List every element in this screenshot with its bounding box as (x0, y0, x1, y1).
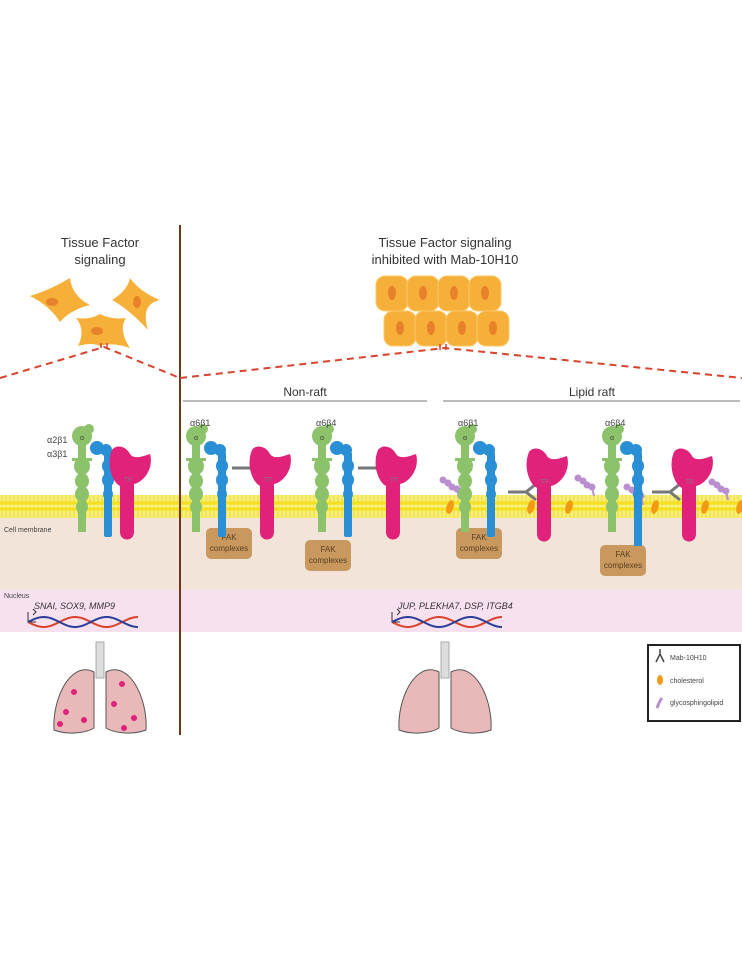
metastasis-nodule (81, 717, 87, 723)
integrin-label: α6β1 (190, 418, 210, 428)
right-title-line2: inhibited with Mab-10H10 (372, 252, 519, 267)
left-title-line2: signaling (74, 252, 125, 267)
section-lipid-raft: Lipid raft (569, 385, 616, 399)
tissue-factor: TF (671, 448, 713, 542)
right-genes: JUP, PLEKHA7, DSP, ITGB4 (397, 601, 513, 611)
svg-text:TF: TF (541, 479, 550, 486)
integrin-label-a2b1: α2β1 (47, 435, 67, 445)
metastasis-nodule (111, 701, 117, 707)
metastasis-nodule (71, 689, 77, 695)
integrin-label: α6β4 (316, 418, 336, 428)
membrane-label: Cell membrane (4, 527, 52, 534)
svg-text:TF: TF (124, 477, 133, 484)
fak-complex: FAK complexes (206, 528, 252, 559)
integrin-a6b4-nonraft: α (312, 424, 354, 537)
left-title-line1: Tissue Factor (61, 235, 140, 250)
metastasis-nodule (131, 715, 137, 721)
zoom-lines-right (179, 346, 742, 379)
cholesterol (446, 500, 454, 514)
svg-text:complexes: complexes (309, 556, 347, 565)
fak-complex: FAK complexes (600, 545, 646, 576)
nucleus-label: Nucleus (4, 593, 30, 600)
cholesterol (651, 500, 659, 514)
integrin-a6b1-nonraft: α (186, 424, 228, 537)
svg-text:FAK: FAK (221, 533, 237, 542)
svg-text:α: α (80, 435, 84, 442)
metastasis-nodule (119, 681, 125, 687)
tissue-factor: TF (526, 448, 568, 542)
svg-text:complexes: complexes (604, 561, 642, 570)
svg-text:α: α (194, 435, 198, 442)
cholesterol (565, 500, 573, 514)
svg-text:FAK: FAK (615, 550, 631, 559)
integrin-label: α6β1 (458, 418, 478, 428)
glycosphingolipid-icon (655, 696, 664, 709)
nucleus-band (0, 590, 742, 632)
svg-text:FAK: FAK (320, 545, 336, 554)
antibody-icon (655, 649, 665, 663)
lungs-with-metastases (53, 641, 147, 734)
metastasis-nodule (57, 721, 63, 727)
right-title-line1: Tissue Factor signaling (378, 235, 511, 250)
svg-text:α: α (320, 435, 324, 442)
cell-membrane (0, 495, 742, 518)
tissue-factor: TF (375, 446, 417, 540)
svg-text:TF: TF (686, 479, 695, 486)
legend: Mab-10H10 cholesterol glycosphingolipid (647, 644, 741, 722)
svg-text:FAK: FAK (471, 533, 487, 542)
integrin-left: α (72, 424, 114, 537)
integrin-a6b1-raft: α (455, 424, 497, 537)
svg-text:TF: TF (390, 477, 399, 484)
epithelial-cell-cluster (375, 275, 510, 350)
tissue-factor-left: TF (109, 446, 151, 540)
cholesterol (701, 500, 709, 514)
svg-text:α: α (463, 435, 467, 442)
svg-text:TF: TF (264, 477, 273, 484)
healthy-lungs (398, 641, 492, 734)
fak-complex: FAK complexes (456, 528, 502, 559)
metastasis-nodule (63, 709, 69, 715)
section-non-raft: Non-raft (283, 385, 327, 399)
cholesterol (527, 500, 535, 514)
legend-label: glycosphingolipid (670, 700, 723, 707)
cholesterol-icon (657, 675, 663, 685)
svg-text:α: α (610, 435, 614, 442)
left-genes: SNAI, SOX9, MMP9 (34, 601, 115, 611)
svg-text:complexes: complexes (460, 544, 498, 553)
legend-label: cholesterol (670, 678, 704, 685)
migratory-cells (30, 278, 160, 348)
zoom-lines-left (0, 345, 181, 379)
tissue-factor: TF (249, 446, 291, 540)
integrin-label-a3b1: α3β1 (47, 449, 67, 459)
metastasis-nodule (121, 725, 127, 731)
fak-complex: FAK complexes (305, 540, 351, 571)
dna-icon (27, 608, 503, 628)
legend-label: Mab-10H10 (670, 655, 707, 662)
svg-text:complexes: complexes (210, 544, 248, 553)
integrin-label: α6β4 (605, 418, 625, 428)
integrin-a6b4-raft: α (602, 424, 644, 546)
